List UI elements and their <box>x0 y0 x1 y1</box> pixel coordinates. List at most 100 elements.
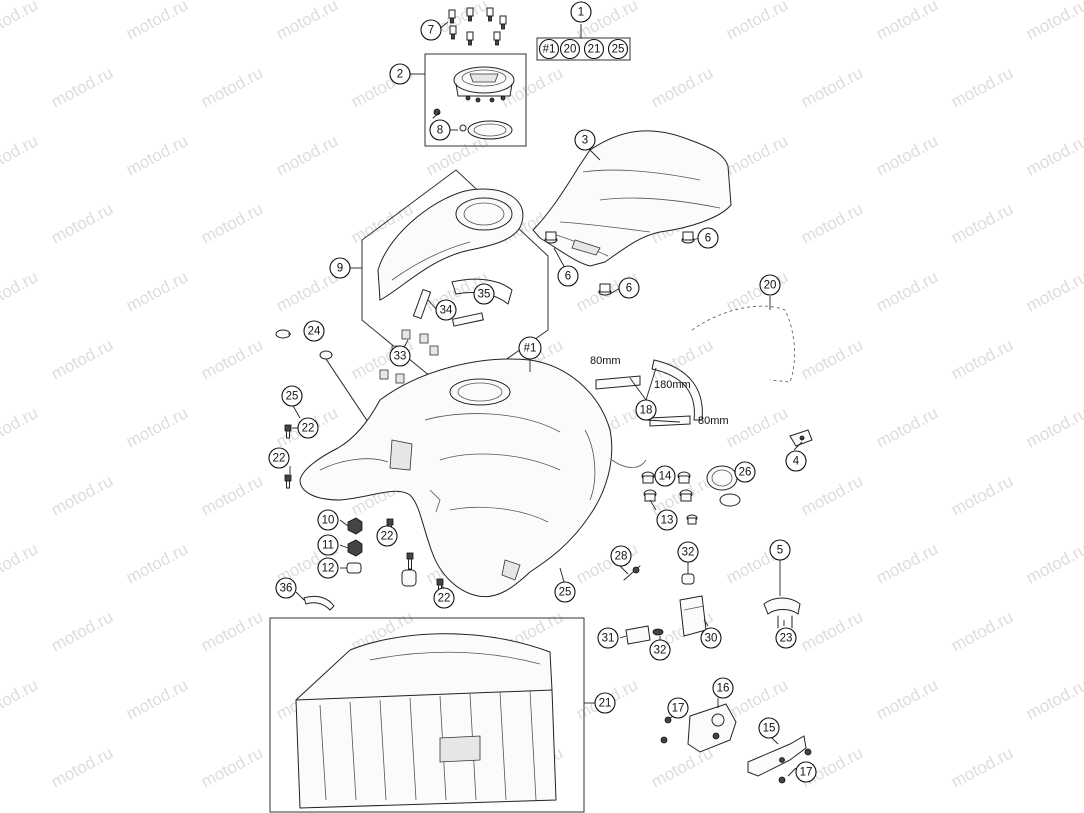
callout-circle <box>275 577 297 599</box>
watermark-text: motod.ru <box>123 267 191 315</box>
callout-circle <box>635 399 657 421</box>
callout-c22b: 22 <box>268 447 290 469</box>
watermark-text: motod.ru <box>198 471 266 519</box>
callout-number: 36 <box>280 583 293 595</box>
callout-circle <box>574 129 596 151</box>
watermark-text: motod.ru <box>948 199 1016 247</box>
callout-circle <box>557 265 579 287</box>
watermark-text: motod.ru <box>648 63 716 111</box>
watermark-text: motod.ru <box>573 539 641 587</box>
callout-c20b: 20 <box>759 274 781 296</box>
watermark-text: motod.ru <box>0 675 41 723</box>
callout-number: 3 <box>582 135 588 147</box>
callout-circle <box>677 541 699 563</box>
watermark-text: motod.ru <box>1023 675 1084 723</box>
watermark-text: motod.ru <box>123 675 191 723</box>
callout-number: #1 <box>543 44 556 56</box>
callout-number: 4 <box>793 456 800 468</box>
callout-c32b: 32 <box>649 639 671 661</box>
watermark-text: motod.ru <box>198 607 266 655</box>
callout-circle <box>433 587 455 609</box>
part-3-seat <box>532 130 732 267</box>
watermark-text: motod.ru <box>0 267 41 315</box>
callout-circle <box>610 545 632 567</box>
callout-c7: 7 <box>420 19 442 41</box>
callout-circle <box>594 692 616 714</box>
callout-c16: 16 <box>712 677 734 699</box>
callout-c6b: 6 <box>618 277 640 299</box>
callout-number: 1 <box>578 7 584 19</box>
callout-number: 9 <box>337 263 343 275</box>
callout-number: 22 <box>438 593 451 605</box>
callout-number: 16 <box>717 683 730 695</box>
callout-c22d: 22 <box>433 587 455 609</box>
callout-number: 20 <box>764 280 777 292</box>
callout-c21b: 21 <box>594 692 616 714</box>
callout-circle <box>473 283 495 305</box>
callout-number: 17 <box>672 703 685 715</box>
part-7-screws <box>448 7 507 46</box>
watermark-text: motod.ru <box>1023 0 1084 44</box>
watermark-text: motod.ru <box>273 131 341 179</box>
watermark-text: motod.ru <box>123 0 191 44</box>
part-16-bracket <box>660 703 737 753</box>
callout-number: 21 <box>599 698 612 710</box>
watermark-text: motod.ru <box>1023 403 1084 451</box>
watermark-text: motod.ru <box>48 63 116 111</box>
callout-circle <box>317 534 339 556</box>
callout-number: 6 <box>705 233 711 245</box>
callout-circle <box>297 417 319 439</box>
callout-c6c: 6 <box>697 227 719 249</box>
watermark-text: motod.ru <box>48 199 116 247</box>
callout-number: 28 <box>615 551 628 563</box>
callout-number: 7 <box>428 25 434 37</box>
callout-circle <box>570 1 592 23</box>
callout-c22c: 22 <box>376 525 398 547</box>
callout-circle <box>389 345 411 367</box>
callout-number: 23 <box>780 633 793 645</box>
callout-circle <box>618 277 640 299</box>
watermark-text: motod.ru <box>948 471 1016 519</box>
callout-number: 25 <box>612 44 625 56</box>
callout-number: 22 <box>273 453 286 465</box>
watermark-text: motod.ru <box>723 267 791 315</box>
callout-circle <box>376 525 398 547</box>
callout-circle <box>281 385 303 407</box>
callout-circle <box>656 509 678 531</box>
callout-c32a: 32 <box>677 541 699 563</box>
watermark-text: motod.ru <box>873 539 941 587</box>
part-15-bracket <box>747 735 812 784</box>
callout-circle <box>700 627 722 649</box>
callout-c17b: 17 <box>795 761 817 783</box>
callout-c13: 13 <box>656 509 678 531</box>
callout-number: 15 <box>763 723 776 735</box>
part-9-tank-cover <box>361 169 549 397</box>
part-10-12-nuts <box>346 517 363 574</box>
callout-c25b: 25 <box>281 385 303 407</box>
watermark-text: motod.ru <box>123 539 191 587</box>
callout-circle <box>583 38 605 60</box>
watermark-text: motod.ru <box>0 131 41 179</box>
callout-c34: 34 <box>435 299 457 321</box>
part-21-skid-plate <box>269 617 585 813</box>
watermark-text: motod.ru <box>48 335 116 383</box>
callout-number: 11 <box>322 540 334 552</box>
part-4-clip <box>789 429 813 447</box>
watermark-text: motod.ru <box>123 403 191 451</box>
callout-c26: 26 <box>734 461 756 483</box>
part-5-23-bracket <box>763 597 801 629</box>
callout-number: 22 <box>302 423 315 435</box>
callout-number: 25 <box>286 391 299 403</box>
dimension-80mm-bottom: 80mm <box>698 415 729 427</box>
callout-circle <box>597 627 619 649</box>
part-26-gasket <box>706 465 741 507</box>
callout-number: 32 <box>654 645 667 657</box>
watermark-text: motod.ru <box>873 267 941 315</box>
callout-number: 26 <box>739 467 752 479</box>
callout-circle <box>769 539 791 561</box>
watermark-text: motod.ru <box>798 63 866 111</box>
part-28-sensor <box>623 565 641 581</box>
watermark-text: motod.ru <box>798 199 866 247</box>
dimension-180mm: 180mm <box>654 379 691 391</box>
